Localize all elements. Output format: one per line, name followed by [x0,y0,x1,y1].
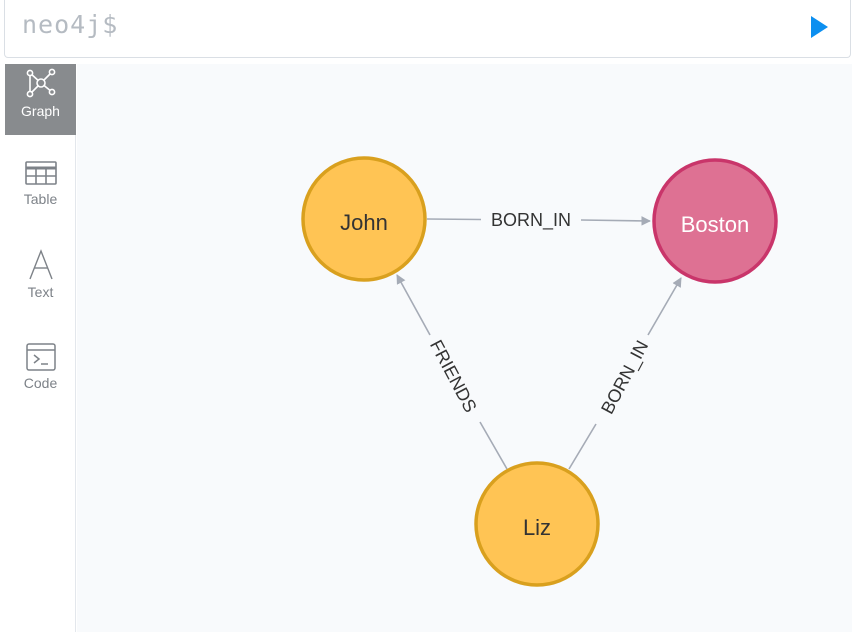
node-boston[interactable]: Boston [652,158,778,284]
table-icon [24,161,57,185]
view-graph-button[interactable]: Graph [5,64,76,135]
play-icon[interactable] [808,13,830,41]
code-icon [25,343,56,371]
relationship-label: BORN_IN [597,337,653,418]
view-table-label: Table [23,191,58,207]
relationship-john-boston[interactable]: BORN_IN [426,210,651,231]
view-graph-label: Graph [21,103,60,119]
view-text-label: Text [27,284,54,300]
node-label: Boston [681,212,750,237]
node-john[interactable]: John [301,156,427,282]
node-label: John [340,210,388,235]
relationship-liz-john[interactable]: FRIENDS [396,274,508,470]
graph-icon [26,68,55,98]
view-table-button[interactable]: Table [5,156,76,227]
query-editor[interactable]: neo4j$ [4,0,851,58]
relationship-label: FRIENDS [426,337,481,416]
graph-canvas[interactable]: BORN_IN FRIENDS BORN_IN John Boston Liz [77,64,852,632]
view-code-button[interactable]: Code [5,340,76,411]
relationship-label: BORN_IN [491,210,571,231]
editor-prompt: neo4j$ [22,10,119,39]
text-icon [28,249,53,280]
relationship-liz-boston[interactable]: BORN_IN [568,277,682,470]
graph-visualization[interactable]: BORN_IN FRIENDS BORN_IN John Boston Liz [77,64,852,632]
node-liz[interactable]: Liz [474,461,600,587]
result-view-sidebar: Graph Table Text [5,64,76,632]
view-text-button[interactable]: Text [5,247,76,318]
node-label: Liz [523,515,551,540]
view-code-label: Code [23,375,58,391]
